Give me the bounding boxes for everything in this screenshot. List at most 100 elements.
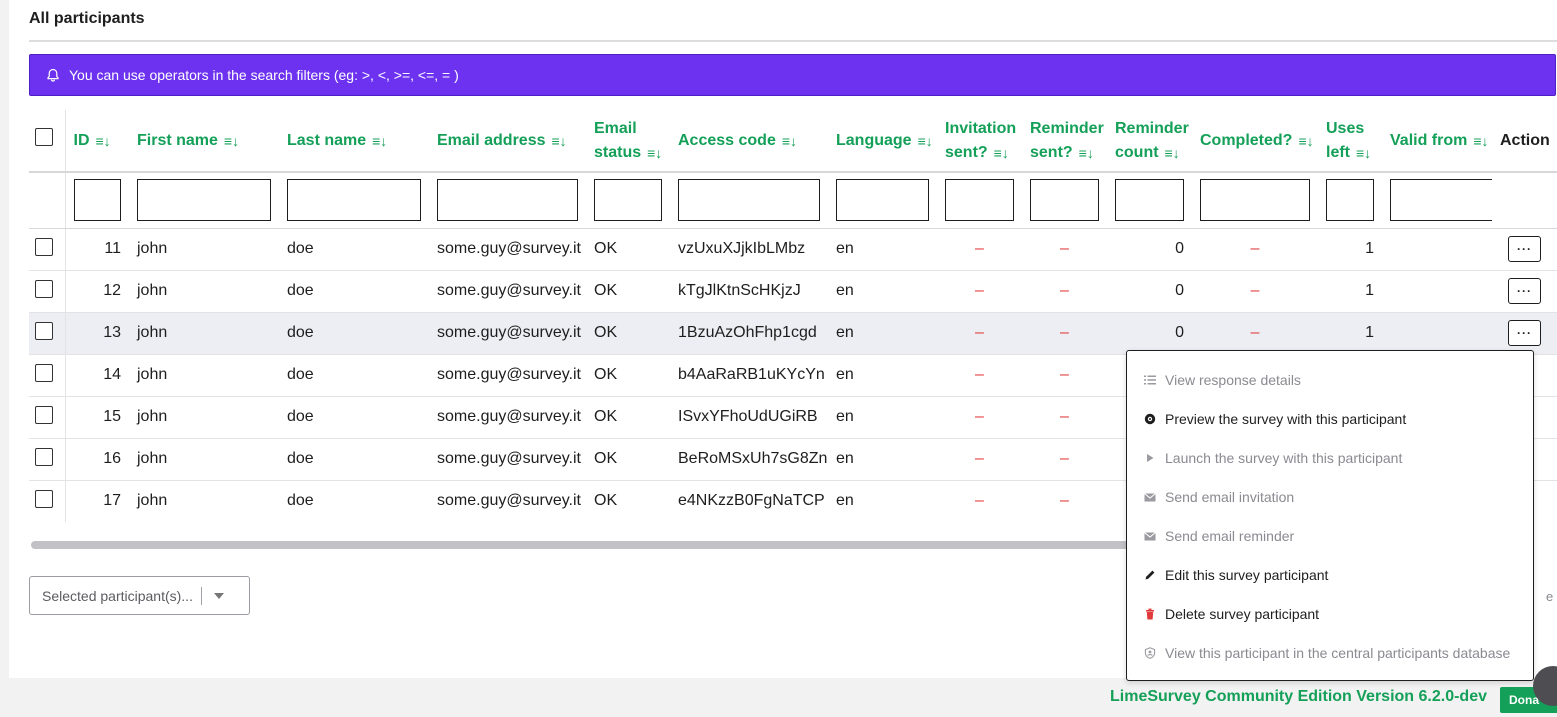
cell-language: en — [828, 354, 937, 397]
row-checkbox[interactable] — [35, 321, 53, 340]
bulk-action-select[interactable]: Selected participant(s)... — [29, 576, 250, 615]
sort-icon[interactable]: ≡↓ — [1473, 132, 1489, 149]
header-id[interactable]: ID≡↓ — [65, 110, 129, 173]
cell-id: 16 — [65, 438, 129, 481]
sort-icon[interactable]: ≡↓ — [1164, 144, 1180, 161]
menu-item-preview-survey[interactable]: Preview the survey with this participant — [1127, 399, 1533, 438]
cell-last-name: doe — [279, 228, 429, 271]
filter-completed-input[interactable] — [1200, 179, 1310, 222]
filter-invitation-sent-input[interactable] — [945, 179, 1014, 222]
row-checkbox[interactable] — [35, 363, 53, 382]
menu-item-send-invitation[interactable]: Send email invitation — [1127, 477, 1533, 516]
row-checkbox[interactable] — [35, 237, 53, 256]
filter-email-status-input[interactable] — [594, 179, 662, 222]
row-checkbox[interactable] — [35, 489, 53, 508]
cell-id: 12 — [65, 270, 129, 313]
filter-email-input[interactable] — [437, 179, 578, 222]
horizontal-scrollbar[interactable] — [29, 540, 1557, 550]
sort-icon[interactable]: ≡↓ — [95, 132, 111, 149]
filter-cell — [1022, 172, 1107, 229]
menu-item-delete-participant[interactable]: Delete survey participant — [1127, 594, 1533, 633]
menu-item-launch-survey[interactable]: Launch the survey with this participant — [1127, 438, 1533, 477]
filter-reminder-count-input[interactable] — [1115, 179, 1184, 222]
row-actions-button[interactable]: ··· — [1508, 236, 1541, 262]
menu-item-view-response-details[interactable]: View response details — [1127, 360, 1533, 399]
cell-last-name: doe — [279, 480, 429, 522]
sort-icon[interactable]: ≡↓ — [223, 132, 240, 149]
sort-icon[interactable]: ≡↓ — [372, 132, 388, 149]
header-email[interactable]: Email address≡↓ — [429, 110, 586, 173]
filter-cell — [937, 172, 1022, 229]
header-last-name[interactable]: Last name≡↓ — [279, 110, 429, 173]
sort-icon[interactable]: ≡↓ — [551, 132, 567, 149]
row-select-cell — [29, 354, 66, 397]
filter-first-name-input[interactable] — [137, 179, 271, 222]
filter-cell — [828, 172, 937, 229]
sort-icon[interactable]: ≡↓ — [781, 132, 798, 149]
filter-uses-left-input[interactable] — [1326, 179, 1374, 222]
cell-invitation-sent: – — [937, 228, 1022, 271]
sort-icon[interactable]: ≡↓ — [1356, 144, 1372, 161]
version-text[interactable]: LimeSurvey Community Edition Version 6.2… — [1110, 688, 1487, 705]
filter-access-code-input[interactable] — [678, 179, 820, 222]
cell-email: some.guy@survey.it — [429, 396, 586, 439]
row-actions-button[interactable]: ··· — [1508, 320, 1541, 346]
menu-item-send-reminder[interactable]: Send email reminder — [1127, 516, 1533, 555]
cell-action: ··· — [1492, 228, 1557, 271]
table-row: 12 john doe some.guy@survey.it OK kTgJlK… — [29, 270, 1557, 313]
header-completed[interactable]: Completed?≡↓ — [1192, 110, 1318, 173]
scrollbar-thumb[interactable] — [31, 541, 1131, 549]
filter-last-name-input[interactable] — [287, 179, 421, 222]
header-language[interactable]: Language≡↓ — [828, 110, 937, 173]
cell-reminder-count: 0 — [1107, 312, 1192, 355]
cell-email-status: OK — [586, 228, 670, 271]
menu-item-edit-participant[interactable]: Edit this survey participant — [1127, 555, 1533, 594]
filter-id-input[interactable] — [73, 179, 121, 222]
filter-valid-from-input[interactable] — [1390, 179, 1492, 222]
main-content: All participants You can use operators i… — [9, 0, 1557, 678]
trash-icon — [1144, 608, 1156, 620]
table-row: 13 john doe some.guy@survey.it OK 1BzuAz… — [29, 312, 1557, 355]
sort-icon[interactable]: ≡↓ — [647, 144, 663, 161]
row-checkbox[interactable] — [35, 405, 53, 424]
filter-cell — [1318, 172, 1382, 229]
sort-icon[interactable]: ≡↓ — [993, 144, 1009, 161]
cell-email: some.guy@survey.it — [429, 228, 586, 271]
header-first-name[interactable]: First name≡↓ — [129, 110, 279, 173]
cell-reminder-count: 0 — [1107, 228, 1192, 271]
filter-cell — [1492, 172, 1557, 229]
sort-icon[interactable]: ≡↓ — [1078, 144, 1094, 161]
cell-id: 17 — [65, 480, 129, 522]
cell-email: some.guy@survey.it — [429, 312, 586, 355]
filter-cell — [1382, 172, 1492, 229]
select-all-checkbox[interactable] — [35, 127, 53, 146]
cell-first-name: john — [129, 228, 279, 271]
row-checkbox[interactable] — [35, 447, 53, 466]
cell-valid-from — [1382, 270, 1492, 313]
cell-id: 11 — [65, 228, 129, 271]
cell-last-name: doe — [279, 438, 429, 481]
row-checkbox[interactable] — [35, 279, 53, 298]
cell-invitation-sent: – — [937, 438, 1022, 481]
cell-reminder-count: 0 — [1107, 270, 1192, 313]
filter-language-input[interactable] — [836, 179, 929, 222]
cell-email-status: OK — [586, 480, 670, 522]
row-actions-button[interactable]: ··· — [1508, 278, 1541, 304]
filter-reminder-sent-input[interactable] — [1030, 179, 1099, 222]
filter-cell — [429, 172, 586, 229]
bulk-action-label: Selected participant(s)... — [42, 587, 193, 604]
sort-icon[interactable]: ≡↓ — [1298, 132, 1314, 149]
row-select-cell — [29, 228, 66, 271]
cell-language: en — [828, 396, 937, 439]
menu-item-view-central-participant[interactable]: View this participant in the central par… — [1127, 633, 1533, 672]
cell-language: en — [828, 270, 937, 313]
cell-valid-from — [1382, 312, 1492, 355]
sort-icon[interactable]: ≡↓ — [917, 132, 933, 149]
header-valid-from[interactable]: Valid from≡↓ — [1382, 110, 1492, 173]
header-access-code[interactable]: Access code≡↓ — [670, 110, 828, 173]
